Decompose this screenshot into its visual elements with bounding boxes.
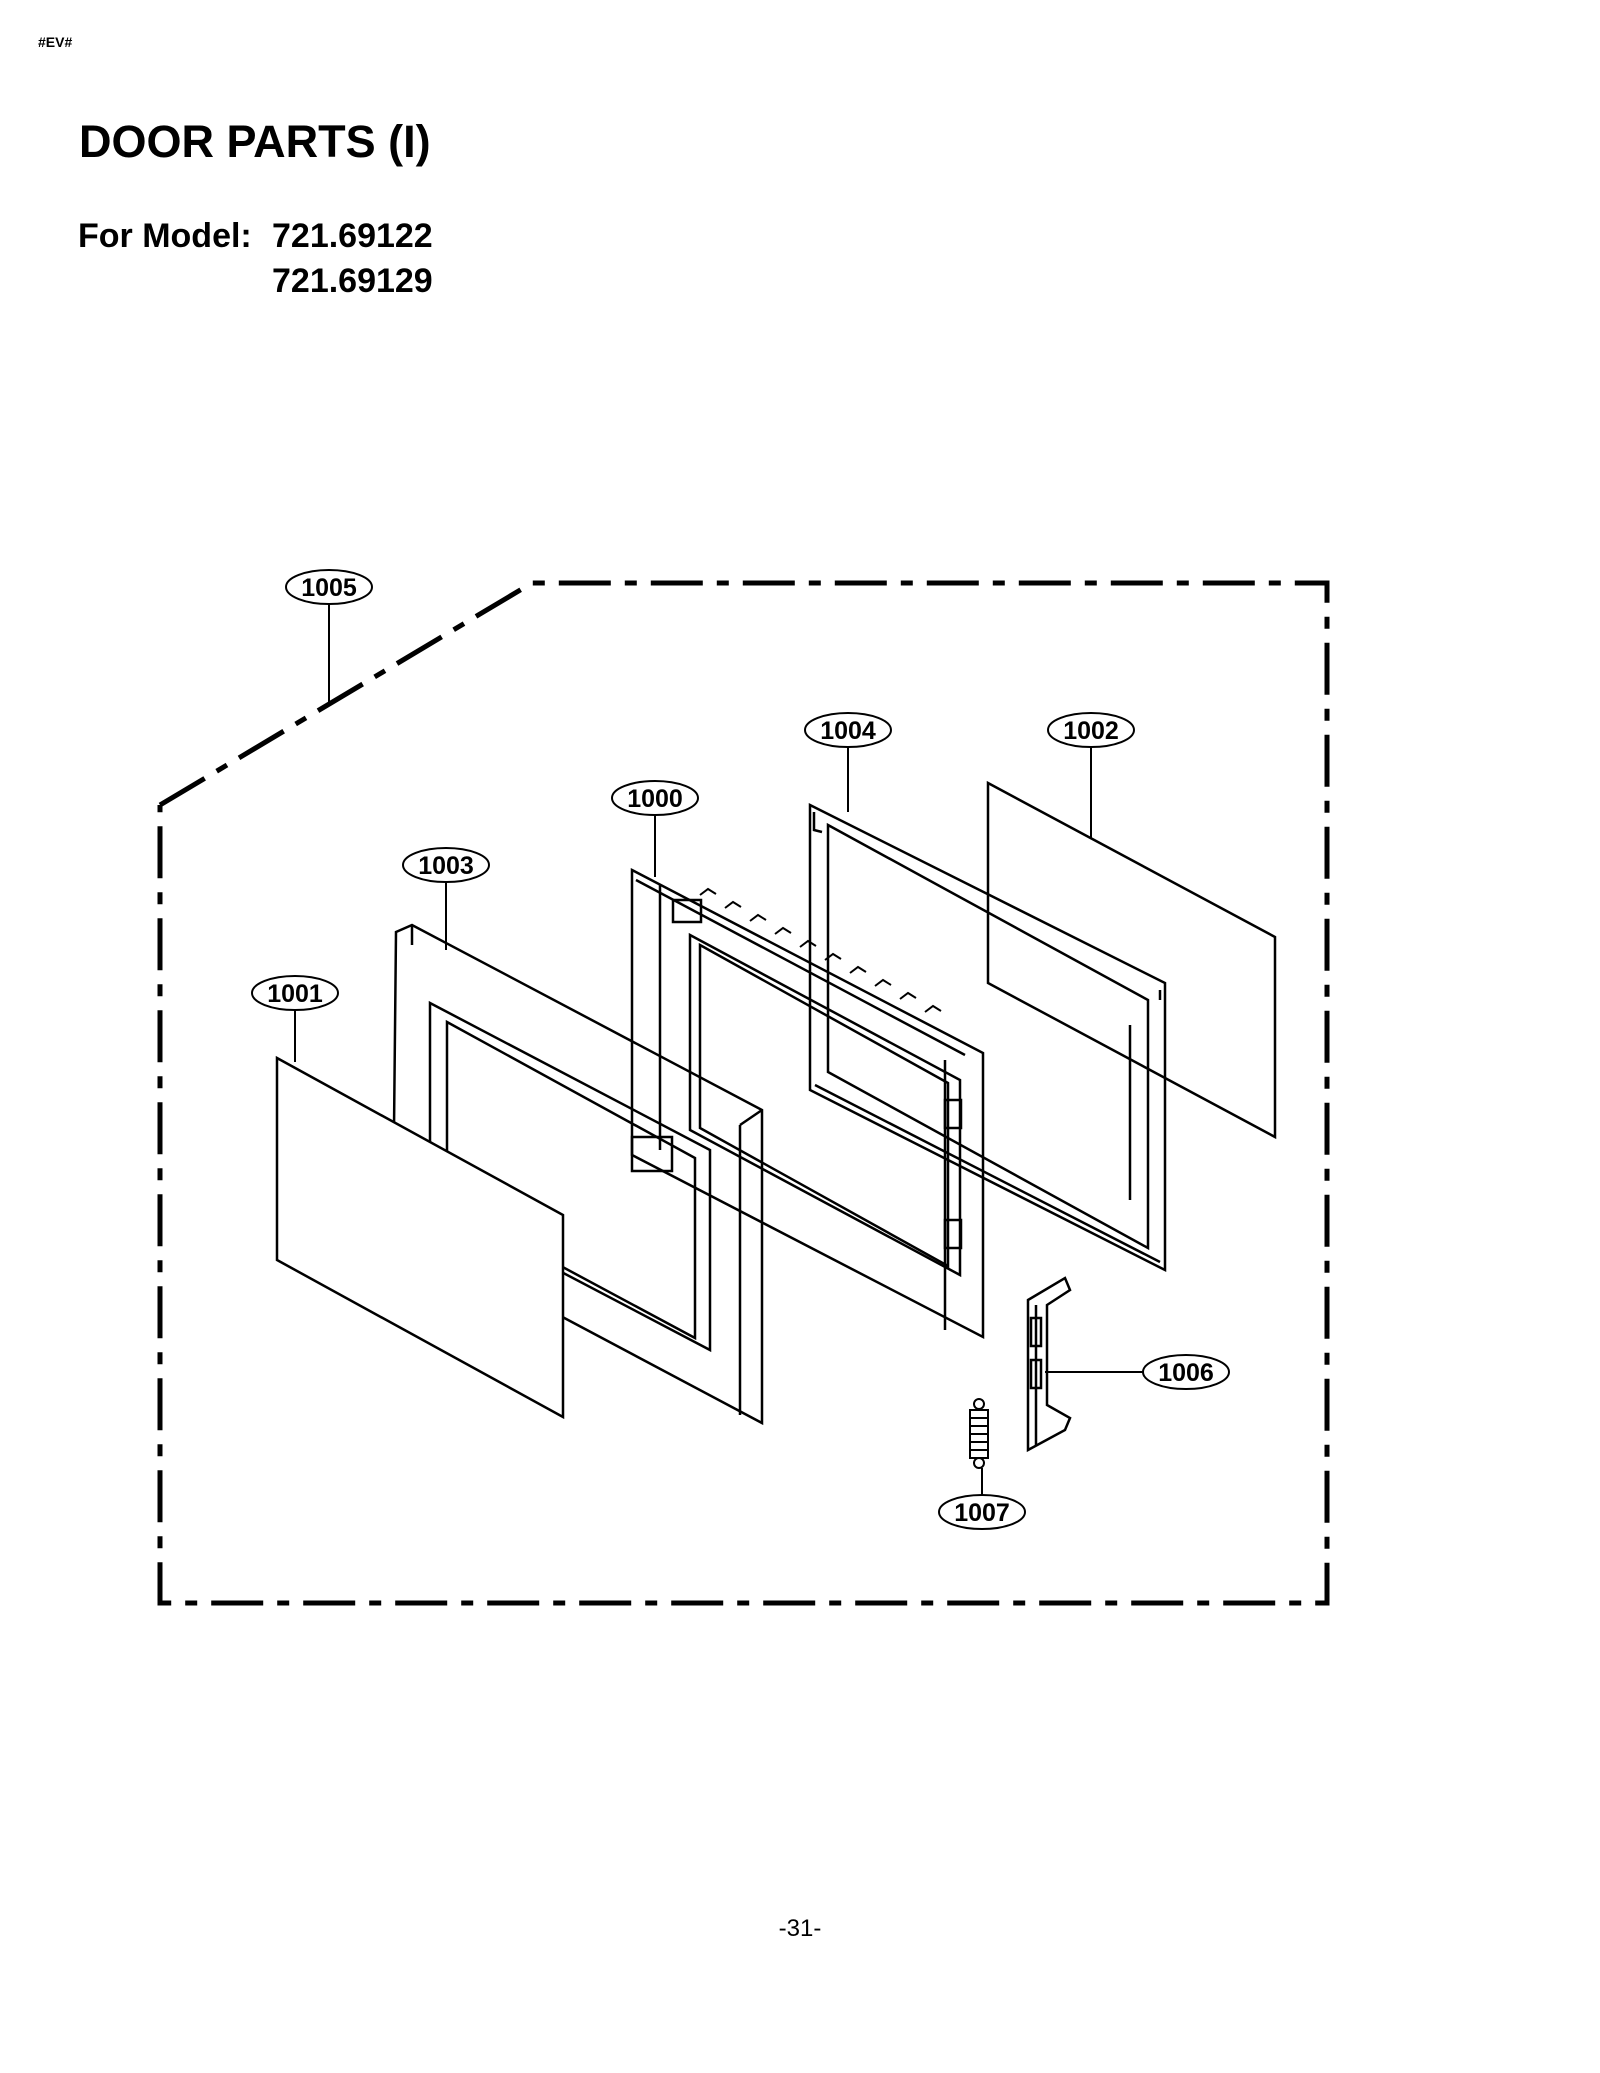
part-1007-spring	[969, 1398, 989, 1469]
model-number-1: 721.69122	[272, 217, 433, 255]
leader-lines	[294, 604, 1145, 1497]
callout-1004-label: 1004	[820, 717, 876, 745]
page-number: -31-	[778, 1915, 822, 1942]
callout-1007: 1007	[938, 1494, 1026, 1530]
part-1000-notches	[699, 887, 942, 1013]
callout-1007-label: 1007	[954, 1499, 1010, 1527]
part-1001-panel	[275, 1055, 565, 1420]
callout-1005: 1005	[285, 569, 373, 605]
callout-1006: 1006	[1142, 1354, 1230, 1390]
callout-1003: 1003	[402, 847, 490, 883]
page-title: DOOR PARTS (I)	[79, 116, 431, 167]
model-block: For Model: 721.69122 721.69129	[78, 214, 433, 304]
document-code: #EV#	[38, 34, 73, 50]
callout-1000-label: 1000	[627, 785, 683, 813]
callout-1005-label: 1005	[301, 574, 357, 602]
model-number-2: 721.69129	[272, 262, 433, 300]
part-1000-frame	[630, 867, 985, 1340]
callout-1003-label: 1003	[418, 852, 474, 880]
callout-1001-label: 1001	[267, 980, 323, 1008]
part-1004-frame	[808, 802, 1167, 1273]
callout-1000: 1000	[611, 780, 699, 816]
callout-1004: 1004	[804, 712, 892, 748]
model-label: For Model:	[78, 217, 252, 255]
part-1006-latch	[1026, 1276, 1072, 1453]
callout-1006-label: 1006	[1158, 1359, 1214, 1387]
callout-1002: 1002	[1047, 712, 1135, 748]
part-1002-panel	[986, 780, 1277, 1140]
callout-1002-label: 1002	[1063, 717, 1119, 745]
model-row-2: 721.69129	[78, 259, 433, 304]
callout-1001: 1001	[251, 975, 339, 1011]
model-row-1: For Model: 721.69122	[78, 214, 433, 259]
